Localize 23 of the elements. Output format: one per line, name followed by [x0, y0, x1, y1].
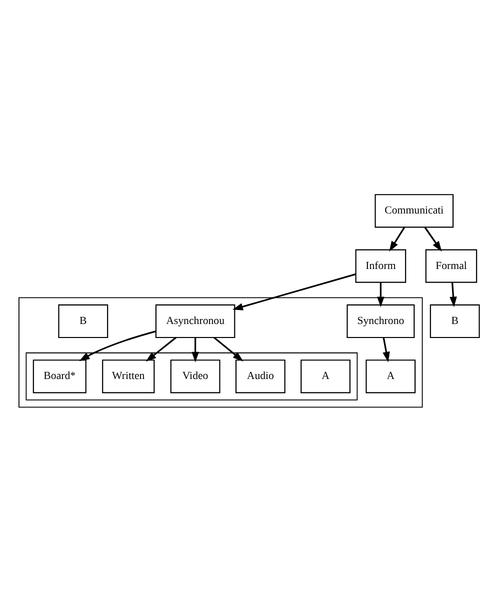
arrow	[389, 226, 406, 252]
arrow	[214, 336, 244, 362]
node-box: A	[366, 360, 416, 394]
arrow	[146, 336, 176, 362]
node-box: Synchrono	[346, 304, 415, 338]
arrow	[382, 337, 390, 362]
node-box: B	[58, 304, 108, 338]
node-box: Inform	[355, 249, 406, 283]
node-box: Communicati	[374, 194, 454, 228]
arrow	[377, 282, 384, 308]
arrow	[450, 282, 457, 308]
node-box: Board*	[32, 360, 86, 394]
arrow	[232, 273, 356, 310]
arrow	[424, 226, 442, 252]
node-box: Formal	[425, 249, 478, 283]
node-box: Asynchronou	[155, 304, 236, 338]
arrow	[192, 338, 199, 362]
node-box: B	[430, 304, 480, 338]
node-box: Video	[170, 360, 220, 394]
node-box: A	[300, 360, 350, 394]
node-box: Written	[102, 360, 155, 394]
arrow	[79, 330, 156, 362]
node-box: Audio	[235, 360, 286, 394]
